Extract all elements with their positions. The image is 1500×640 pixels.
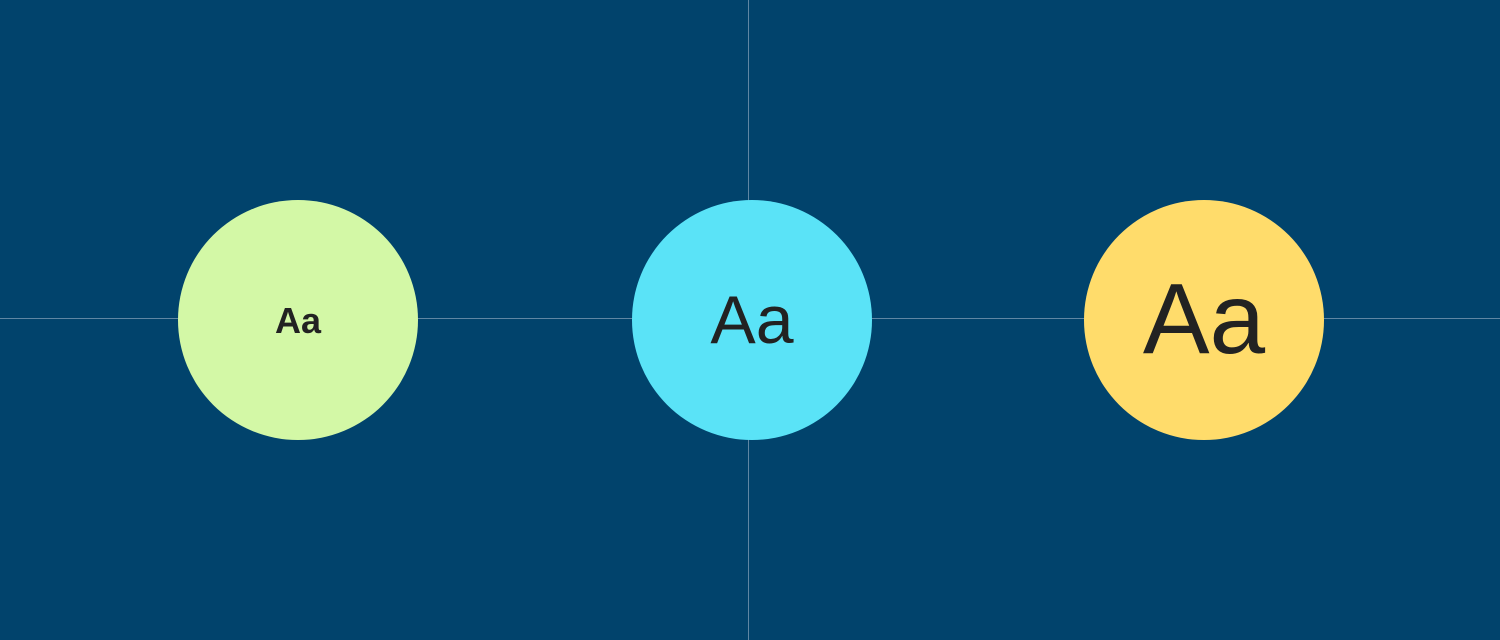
type-sample-text-large: Aa <box>1142 263 1266 375</box>
type-sample-circle-medium: Aa <box>632 200 872 440</box>
type-sample-text-medium: Aa <box>710 282 794 358</box>
type-sample-text-small: Aa <box>274 300 322 341</box>
type-sample-circle-large: Aa <box>1084 200 1324 440</box>
type-sample-circle-small: Aa <box>178 200 418 440</box>
